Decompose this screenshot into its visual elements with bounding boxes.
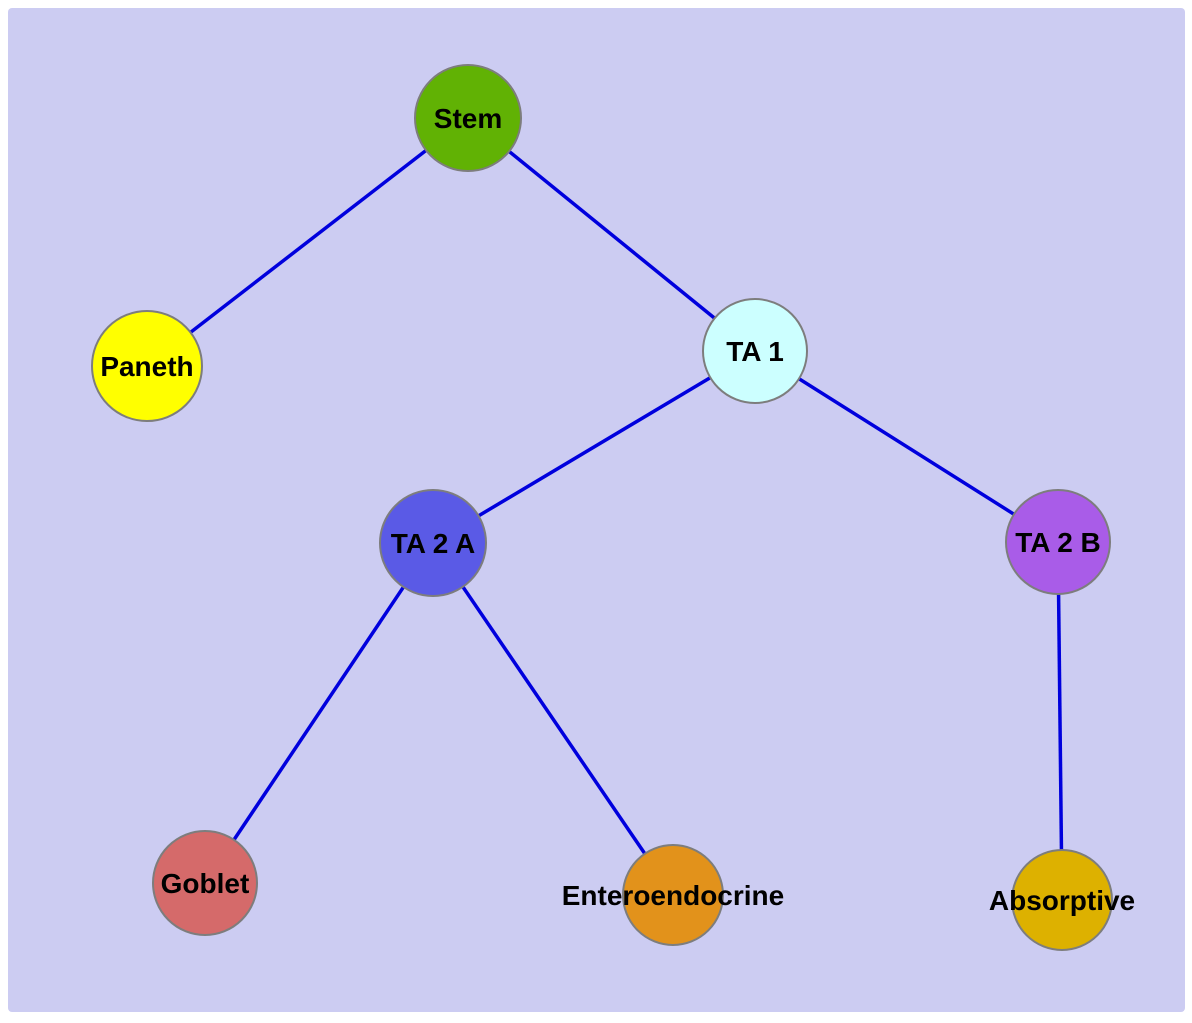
node-ta1[interactable] (702, 298, 808, 404)
edge-stem-ta1 (466, 116, 757, 353)
edge-stem-paneth (145, 116, 470, 368)
nodes-layer (91, 64, 1113, 951)
node-absorptive[interactable] (1011, 849, 1113, 951)
node-ta2b[interactable] (1005, 489, 1111, 595)
edge-ta2b-absorptive (1056, 541, 1064, 901)
node-stem[interactable] (414, 64, 522, 172)
edge-ta2a-goblet (203, 542, 435, 884)
edge-ta1-ta2a (432, 349, 756, 545)
node-goblet[interactable] (152, 830, 258, 936)
edge-ta2a-enteroendocrine (431, 542, 675, 896)
node-ta2a[interactable] (379, 489, 487, 597)
edges-layer (145, 116, 1064, 901)
diagram-background (8, 8, 1185, 1012)
node-enteroendocrine[interactable] (622, 844, 724, 946)
edge-ta1-ta2b (754, 349, 1059, 544)
node-paneth[interactable] (91, 310, 203, 422)
